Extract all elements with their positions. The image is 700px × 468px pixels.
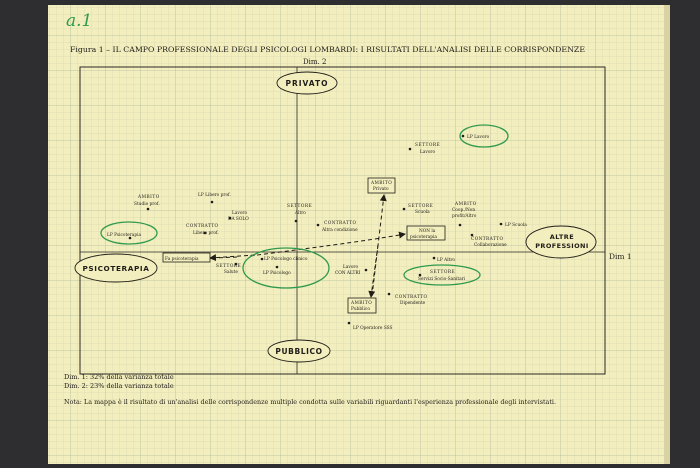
label-contratto-dipendente-2: Dipendente bbox=[400, 301, 426, 306]
point-lp-scuola bbox=[499, 222, 503, 226]
label-ambito-pubblico-2: Pubblico bbox=[351, 307, 370, 312]
highlight-lp-lavoro bbox=[459, 124, 509, 148]
point-contratto-dipendente bbox=[387, 292, 391, 296]
label-contratto-libero-2: Libero prof. bbox=[193, 231, 219, 236]
pole-altre-professioni-ellipse bbox=[525, 225, 597, 259]
footnote-dim1: Dim. 1: 32% della varianza totale bbox=[64, 373, 174, 381]
point-settore-scuola bbox=[402, 207, 406, 211]
point-lp-altro bbox=[432, 256, 436, 260]
label-ambito-coop-2: Coop./Non bbox=[452, 208, 475, 213]
label-settore-salute-1: SETTORE bbox=[216, 264, 241, 269]
box-non-psicoterapia bbox=[406, 225, 446, 241]
pole-altre-line2: PROFESSIONI bbox=[535, 242, 588, 250]
label-settore-altro-1: SETTORE bbox=[287, 204, 312, 209]
label-ambito-privato-2: Privato bbox=[373, 187, 389, 192]
pole-pubblico-ellipse bbox=[267, 339, 331, 363]
label-ambito-coop-1: AMBITO bbox=[454, 202, 477, 207]
pole-altre-line1: ALTRE bbox=[550, 233, 574, 241]
label-lp-altro: LP Altro bbox=[437, 258, 455, 263]
highlight-settore-servizi bbox=[403, 264, 481, 286]
pole-pubblico: PUBBLICO bbox=[275, 347, 322, 356]
label-settore-servizi-1: SETTORE bbox=[430, 270, 455, 275]
page-mark: a.1 bbox=[66, 11, 92, 31]
point-contratto-collab bbox=[470, 233, 474, 237]
category-labels: SETTORE Lavoro LP Lavoro AMBITO Studio p… bbox=[107, 135, 527, 331]
label-ambito-studio-1: AMBITO bbox=[137, 195, 160, 200]
pole-privato: PRIVATO bbox=[285, 79, 328, 88]
label-settore-altro-2: Altro bbox=[294, 211, 306, 216]
point-lp-operatore bbox=[347, 321, 351, 325]
point-settore-altro bbox=[294, 219, 298, 223]
label-settore-servizi-2: Servizi Socio-Sanitari bbox=[418, 277, 466, 282]
label-lp-psicoterapia: LP Psicoterapia bbox=[107, 233, 141, 238]
dashed-arrow-psicoterapia bbox=[211, 234, 405, 259]
label-ambito-coop-3: profit/Altro bbox=[452, 214, 477, 219]
label-settore-scuola-1: SETTORE bbox=[408, 204, 433, 209]
point-lp-libero-prof bbox=[210, 200, 214, 204]
label-settore-salute-2: Salute bbox=[224, 270, 238, 275]
point-settore-lavoro bbox=[408, 147, 412, 151]
point-lp-psicologo-clinico bbox=[260, 257, 264, 261]
pole-privato-ellipse bbox=[276, 71, 338, 95]
label-settore-lavoro-1: SETTORE bbox=[415, 143, 440, 148]
point-ambito-studio bbox=[146, 207, 150, 211]
label-non-psico-2: psicoterapia bbox=[410, 235, 437, 240]
label-fa-psico: Fa psicoterapia bbox=[165, 257, 199, 262]
point-settore-salute bbox=[234, 262, 238, 266]
label-contratto-libero-1: CONTRATTO bbox=[186, 224, 219, 229]
label-settore-lavoro-2: Lavoro bbox=[420, 150, 435, 155]
label-non-psico-1: NON la bbox=[419, 229, 436, 234]
label-lp-libero-prof: LP Libero prof. bbox=[198, 193, 231, 198]
paper-shadow-right bbox=[664, 5, 670, 464]
point-settore-servizi bbox=[418, 273, 422, 277]
label-lavoro-con-altri-2: CON ALTRI bbox=[335, 271, 361, 276]
label-lp-psicologo-clinico: LP Psicologo clinico bbox=[264, 257, 308, 262]
highlight-lp-psicoterapia bbox=[100, 221, 158, 245]
box-fa-psicoterapia bbox=[162, 252, 211, 263]
label-ambito-privato-1: AMBITO bbox=[370, 181, 392, 186]
dashed-arrow-left-tip bbox=[209, 254, 256, 262]
point-ambito-coop bbox=[458, 223, 462, 227]
point-lavoro-con-altri bbox=[364, 268, 368, 272]
point-lavoro-da-solo bbox=[228, 216, 232, 220]
label-contratto-collab-1: CONTRATTO bbox=[471, 237, 504, 242]
label-lp-lavoro: LP Lavoro bbox=[467, 135, 490, 140]
label-settore-scuola-2: Scuola bbox=[415, 210, 430, 215]
label-lp-operatore: LP Operatore SSS bbox=[353, 326, 393, 331]
label-lavoro-con-altri-1: Lavoro bbox=[343, 265, 358, 270]
point-lp-psicoterapia bbox=[128, 236, 132, 240]
label-lp-scuola: LP Scuola bbox=[505, 223, 527, 228]
dim2-label: Dim. 2 bbox=[303, 58, 326, 66]
pole-psicoterapia-ellipse bbox=[74, 253, 158, 283]
point-lp-psicologo bbox=[275, 265, 279, 269]
footnote-dim2: Dim. 2: 23% della varianza totale bbox=[64, 382, 174, 390]
label-lavoro-da-solo-2: DA SOLO bbox=[228, 217, 249, 222]
box-ambito-privato bbox=[367, 177, 396, 194]
label-contratto-collab-2: Collaborazione bbox=[474, 243, 507, 248]
figure-title: Figura 1 – IL CAMPO PROFESSIONALE DEGLI … bbox=[70, 45, 585, 54]
label-contratto-altra-2: Altra condizione bbox=[321, 228, 358, 233]
dashed-arrow-down bbox=[368, 244, 379, 298]
dim1-label: Dim 1 bbox=[609, 252, 632, 261]
label-ambito-studio-2: Studio prof. bbox=[134, 202, 160, 207]
category-points bbox=[128, 134, 503, 325]
label-ambito-pubblico-1: AMBITO bbox=[350, 301, 372, 306]
point-contratto-altra bbox=[316, 223, 320, 227]
highlight-lp-psicologo bbox=[242, 247, 330, 289]
label-lavoro-da-solo-1: Lavoro bbox=[232, 211, 247, 216]
box-ambito-pubblico bbox=[347, 297, 377, 314]
map-frame bbox=[79, 66, 606, 375]
footnote-note: Nota: La mappa è il risultato di un'anal… bbox=[64, 399, 556, 406]
point-lp-lavoro bbox=[461, 134, 465, 138]
point-contratto-libero bbox=[203, 231, 207, 235]
label-contratto-altra-1: CONTRATTO bbox=[324, 221, 357, 226]
label-contratto-dipendente-1: CONTRATTO bbox=[395, 295, 428, 300]
label-lp-psicologo: LP Psicologo bbox=[263, 271, 291, 276]
pole-psicoterapia: PSICOTERAPIA bbox=[82, 264, 149, 273]
